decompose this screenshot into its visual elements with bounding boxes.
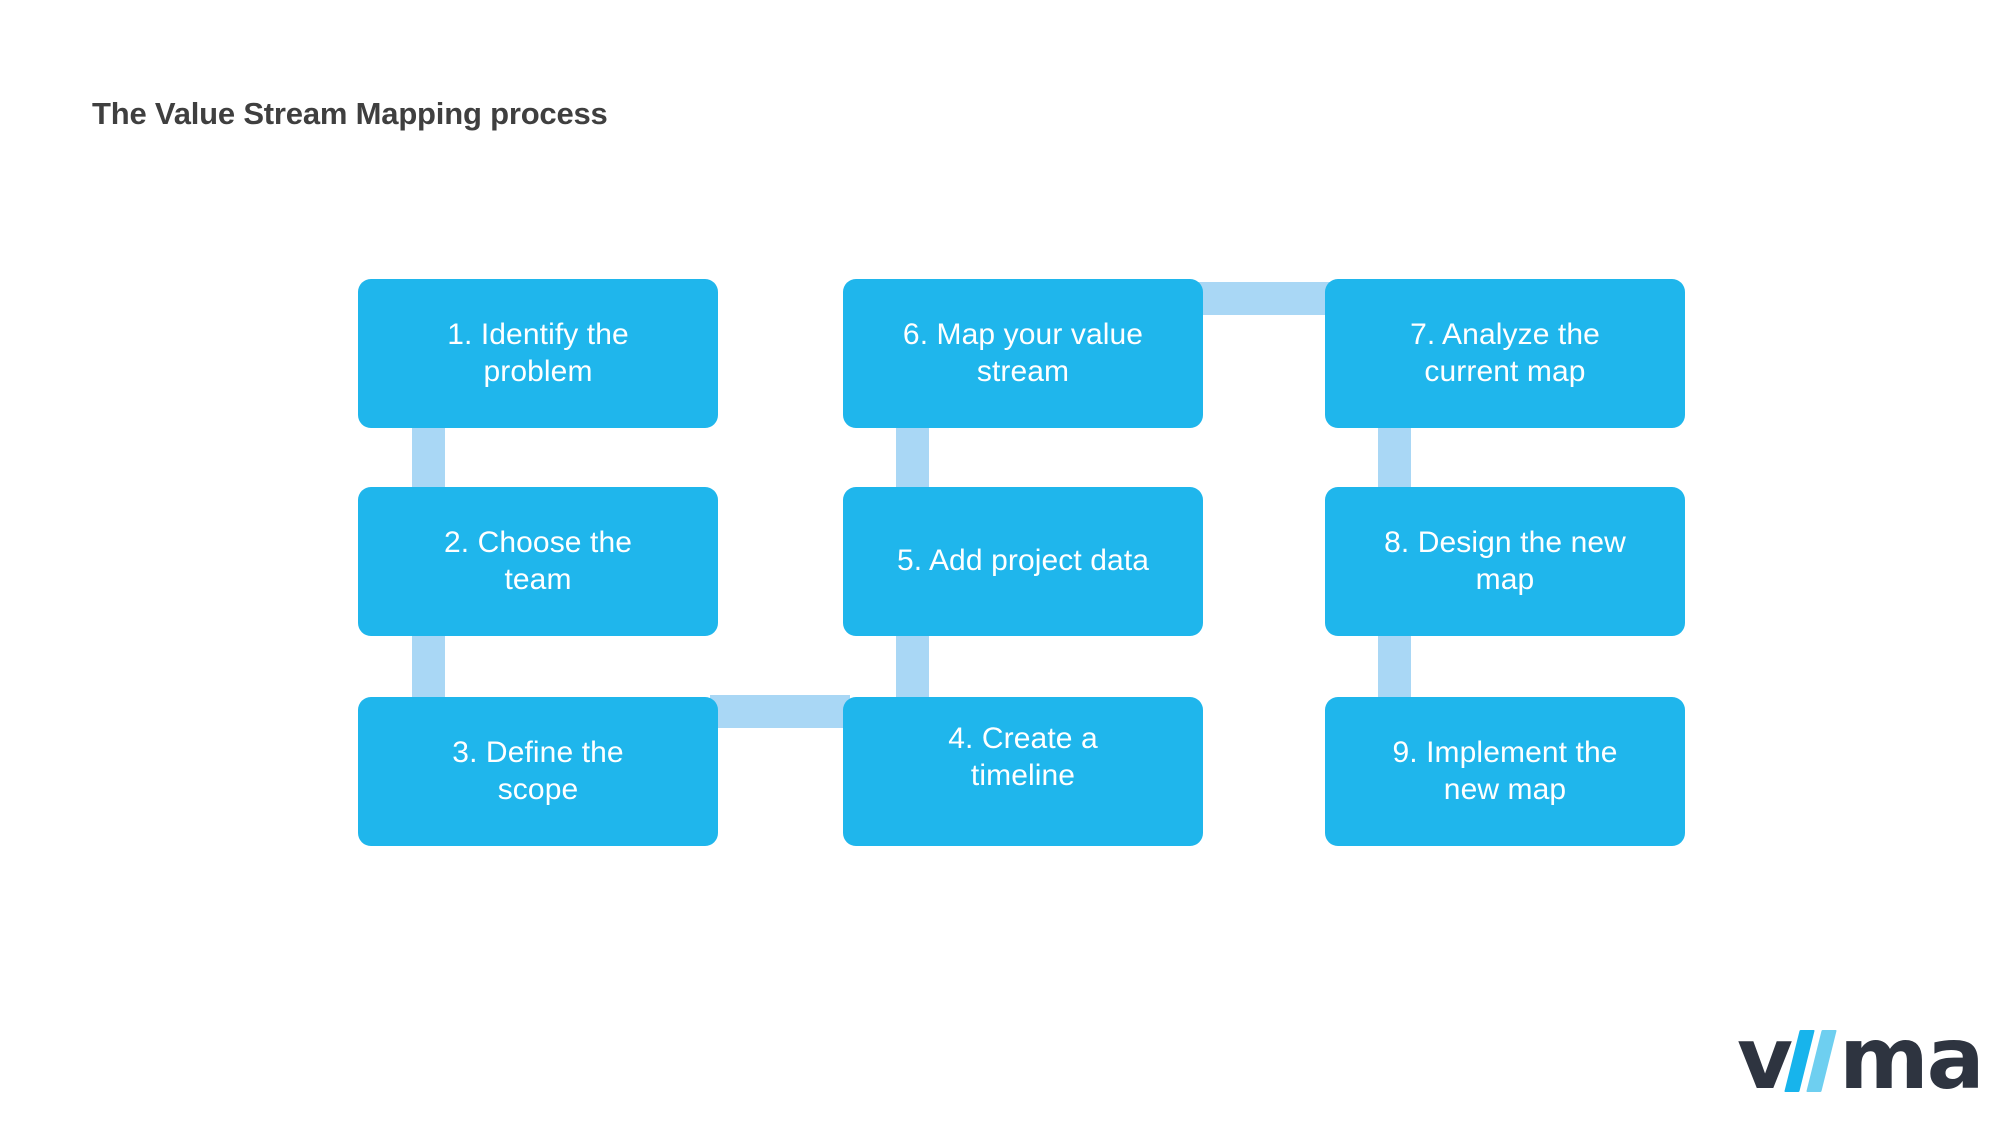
- process-step-7[interactable]: 7. Analyze the current map: [1325, 279, 1685, 428]
- process-step-4[interactable]: 4. Create a timeline: [843, 697, 1203, 846]
- logo-tail-letters: ma: [1839, 1008, 1985, 1109]
- connector-3-to-4: [710, 695, 850, 728]
- process-step-1-label: 1. Identify the problem: [447, 317, 629, 388]
- connector-6-to-7: [1196, 282, 1334, 315]
- process-step-2[interactable]: 2. Choose the team: [358, 487, 718, 636]
- process-step-9[interactable]: 9. Implement the new map: [1325, 697, 1685, 846]
- connector-5-to-6: [896, 420, 929, 495]
- process-step-2-label: 2. Choose the team: [443, 525, 633, 596]
- process-step-6-label: 6. Map your value stream: [902, 317, 1144, 388]
- connector-2-to-3: [412, 628, 445, 705]
- process-step-6[interactable]: 6. Map your value stream: [843, 279, 1203, 428]
- process-step-7-label: 7. Analyze the current map: [1410, 317, 1600, 388]
- page-title: The Value Stream Mapping process: [92, 96, 608, 131]
- connector-7-to-8: [1378, 420, 1411, 495]
- process-step-5[interactable]: 5. Add project data: [843, 487, 1203, 636]
- process-step-4-label: 4. Create a timeline: [948, 722, 1098, 792]
- process-step-3[interactable]: 3. Define the scope: [358, 697, 718, 846]
- process-step-9-label: 9. Implement the new map: [1392, 735, 1618, 806]
- logo-slashes-icon: [1784, 1030, 1837, 1092]
- process-step-3-label: 3. Define the scope: [452, 735, 624, 806]
- connector-1-to-2: [412, 420, 445, 495]
- process-step-5-label: 5. Add project data: [896, 544, 1150, 578]
- connector-8-to-9: [1378, 628, 1411, 705]
- viima-logo: v ma: [1737, 1008, 1985, 1109]
- process-step-8[interactable]: 8. Design the new map: [1325, 487, 1685, 636]
- process-step-8-label: 8. Design the new map: [1384, 525, 1626, 596]
- process-step-1[interactable]: 1. Identify the problem: [358, 279, 718, 428]
- logo-lead-letter: v: [1737, 1008, 1793, 1109]
- connector-4-to-5: [896, 628, 929, 705]
